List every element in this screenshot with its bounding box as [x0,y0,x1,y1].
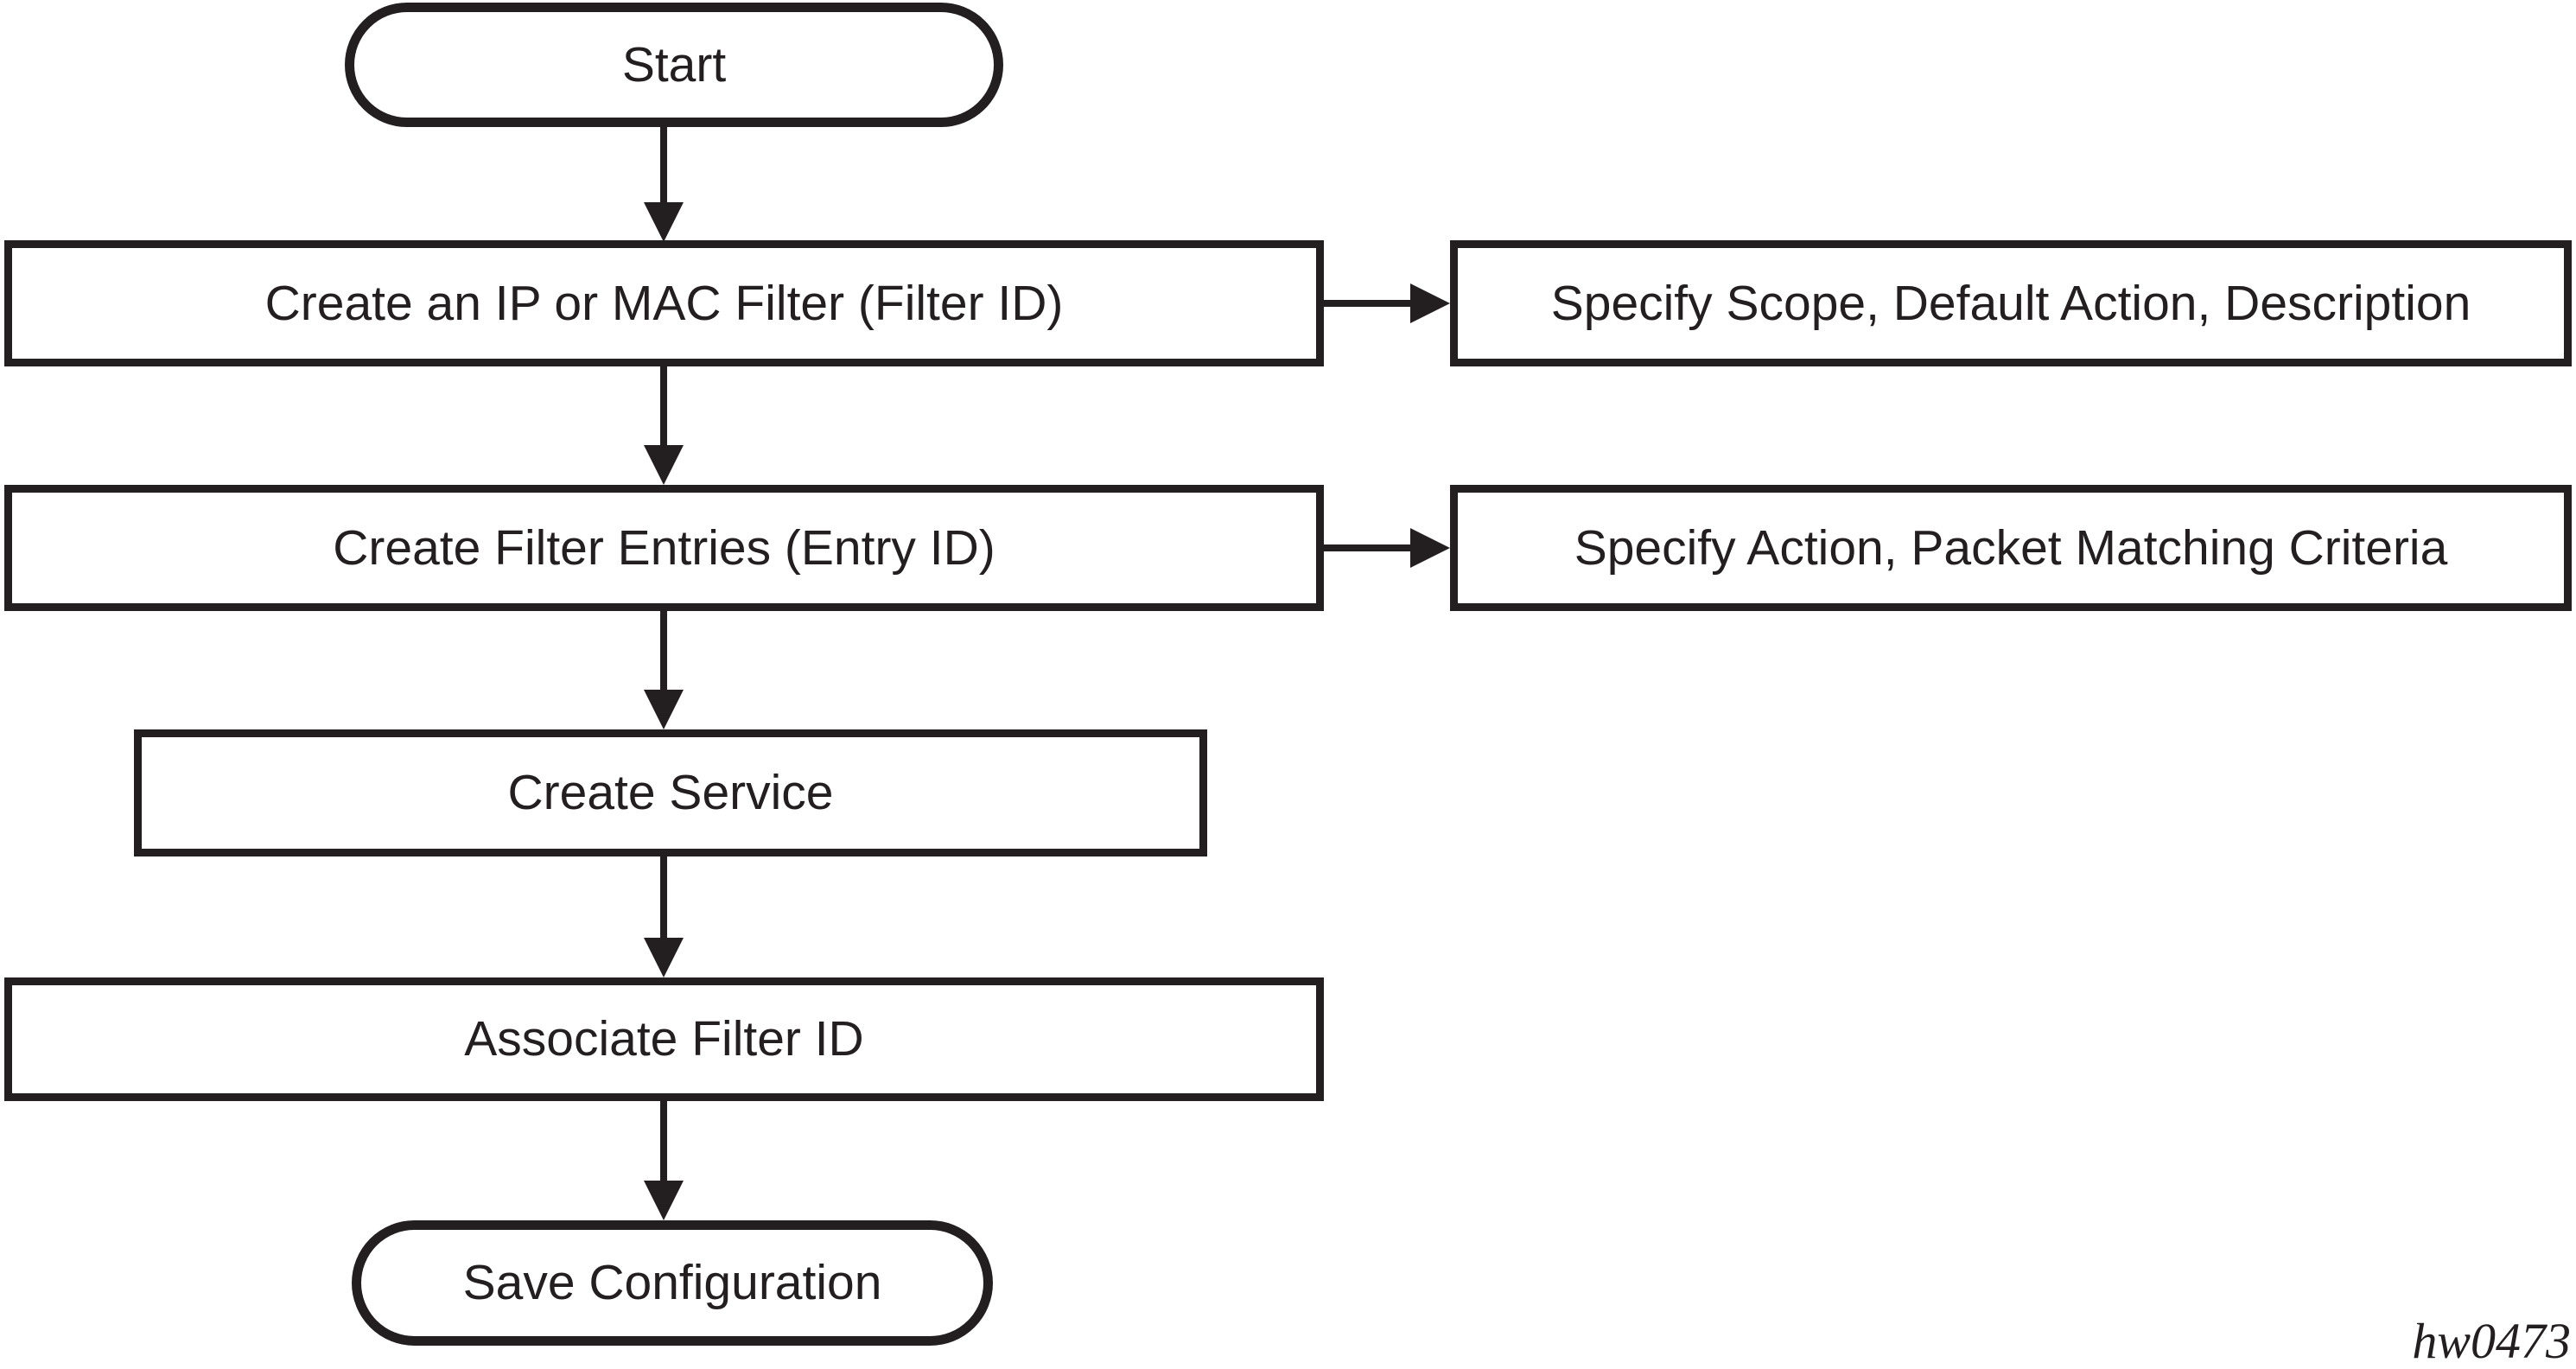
node-specify-scope: Specify Scope, Default Action, Descripti… [1450,240,2572,366]
arrow-entries-to-action-head-icon [1410,528,1450,568]
node-save-config: Save Configuration [352,1220,993,1346]
node-create-filter-label: Create an IP or MAC Filter (Filter ID) [264,275,1064,331]
node-specify-action: Specify Action, Packet Matching Criteria [1450,485,2572,611]
node-create-entries: Create Filter Entries (Entry ID) [4,485,1324,611]
arrow-filter-to-scope-head-icon [1410,283,1450,323]
figure-id-label: hw0473 [2412,1313,2571,1369]
arrow-service-to-associate-head-icon [644,938,684,977]
node-create-service-label: Create Service [507,765,834,820]
arrow-start-to-create-filter-head-icon [644,202,684,242]
arrow-start-to-create-filter-shaft [660,127,667,204]
node-start-label: Start [621,36,727,92]
node-save-config-label: Save Configuration [462,1255,882,1310]
arrow-filter-to-scope-shaft [1324,300,1412,307]
arrow-create-filter-to-entries-shaft [660,366,667,446]
arrow-associate-to-save-head-icon [644,1181,684,1220]
arrow-entries-to-action-shaft [1324,544,1412,551]
node-specify-scope-label: Specify Scope, Default Action, Descripti… [1550,275,2471,331]
node-associate-filter-label: Associate Filter ID [464,1011,864,1067]
arrow-service-to-associate-shaft [660,856,667,939]
node-create-filter: Create an IP or MAC Filter (Filter ID) [4,240,1324,366]
arrow-create-filter-to-entries-head-icon [644,445,684,485]
arrow-entries-to-service-head-icon [644,690,684,729]
node-start: Start [345,3,1003,127]
node-specify-action-label: Specify Action, Packet Matching Criteria [1574,519,2448,576]
node-create-entries-label: Create Filter Entries (Entry ID) [333,519,995,576]
arrow-entries-to-service-shaft [660,611,667,691]
arrow-associate-to-save-shaft [660,1101,667,1182]
node-create-service: Create Service [134,729,1207,856]
node-associate-filter: Associate Filter ID [4,977,1324,1101]
